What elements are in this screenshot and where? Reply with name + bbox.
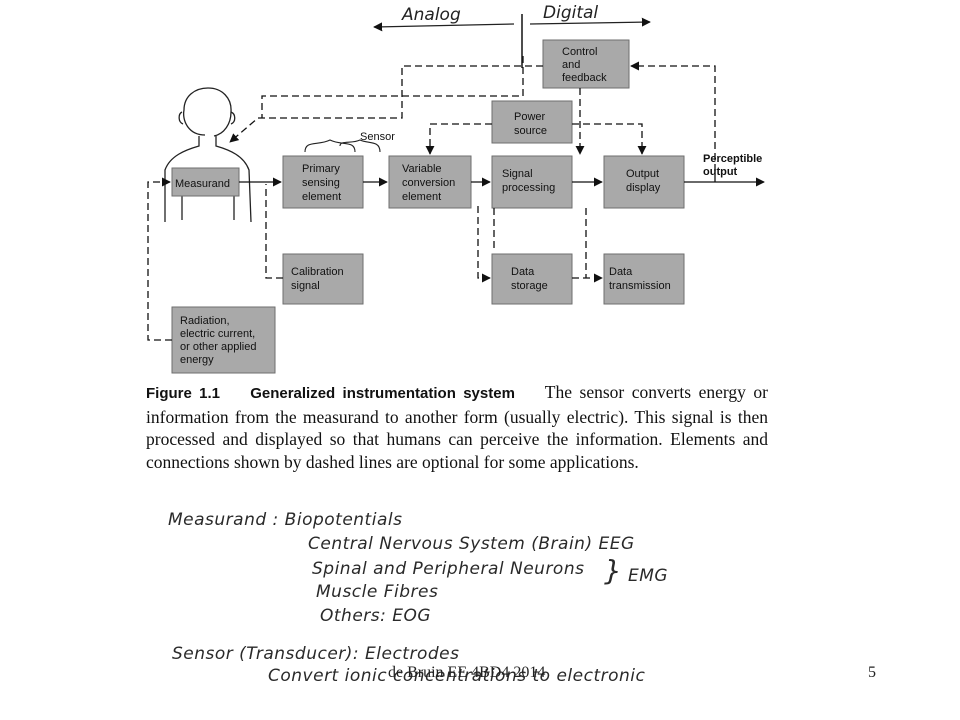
note-emg: EMG xyxy=(628,566,669,586)
note-spinal: Spinal and Peripheral Neurons xyxy=(312,559,585,579)
note-brace-icon: } xyxy=(604,554,623,587)
dashed-connections xyxy=(147,56,716,341)
signal-processing-block xyxy=(491,155,573,209)
figure-caption: Figure 1.1 Generalized instrumentation s… xyxy=(146,381,768,473)
control-feedback-block xyxy=(542,39,630,89)
output-display-block xyxy=(603,155,685,209)
calibration-signal-block xyxy=(282,253,364,305)
note-cns: Central Nervous System (Brain) EEG xyxy=(308,534,635,554)
radiation-energy-block xyxy=(171,306,276,374)
sensor-brace xyxy=(304,139,356,153)
note-measurand: Measurand : Biopotentials xyxy=(168,510,403,530)
measurand-block xyxy=(171,167,240,197)
power-source-block xyxy=(491,100,573,144)
human-figure xyxy=(164,87,252,223)
analog-arrow xyxy=(373,22,515,32)
sensor-brace-right xyxy=(339,139,381,153)
footer-author: de Bruin EE 4BD4 2014 xyxy=(388,664,546,681)
variable-conversion-element-block xyxy=(388,155,472,209)
figure-label: Figure 1.1 xyxy=(146,385,221,402)
figure-title: Generalized instrumentation system xyxy=(250,385,515,402)
radiation-energy-label: Radiation,electric current,or other appl… xyxy=(180,315,256,366)
measurand-label: Measurand xyxy=(175,178,230,190)
sensor-label: Sensor xyxy=(360,131,395,143)
note-muscle: Muscle Fibres xyxy=(316,582,439,602)
caption-text: The sensor converts energy or informatio… xyxy=(146,382,769,472)
data-storage-block xyxy=(491,253,573,305)
note-others: Others: EOG xyxy=(320,606,432,626)
primary-sensing-element-block xyxy=(282,155,364,209)
analog-label: Analog xyxy=(401,5,461,25)
digital-label: Digital xyxy=(543,3,598,23)
note-convert: Convert ionic concentrations to electron… xyxy=(268,666,646,686)
page-number: 5 xyxy=(868,664,876,681)
note-sensor: Sensor (Transducer): Electrodes xyxy=(172,644,460,664)
digital-arrow xyxy=(529,17,651,27)
data-transmission-block xyxy=(603,253,685,305)
